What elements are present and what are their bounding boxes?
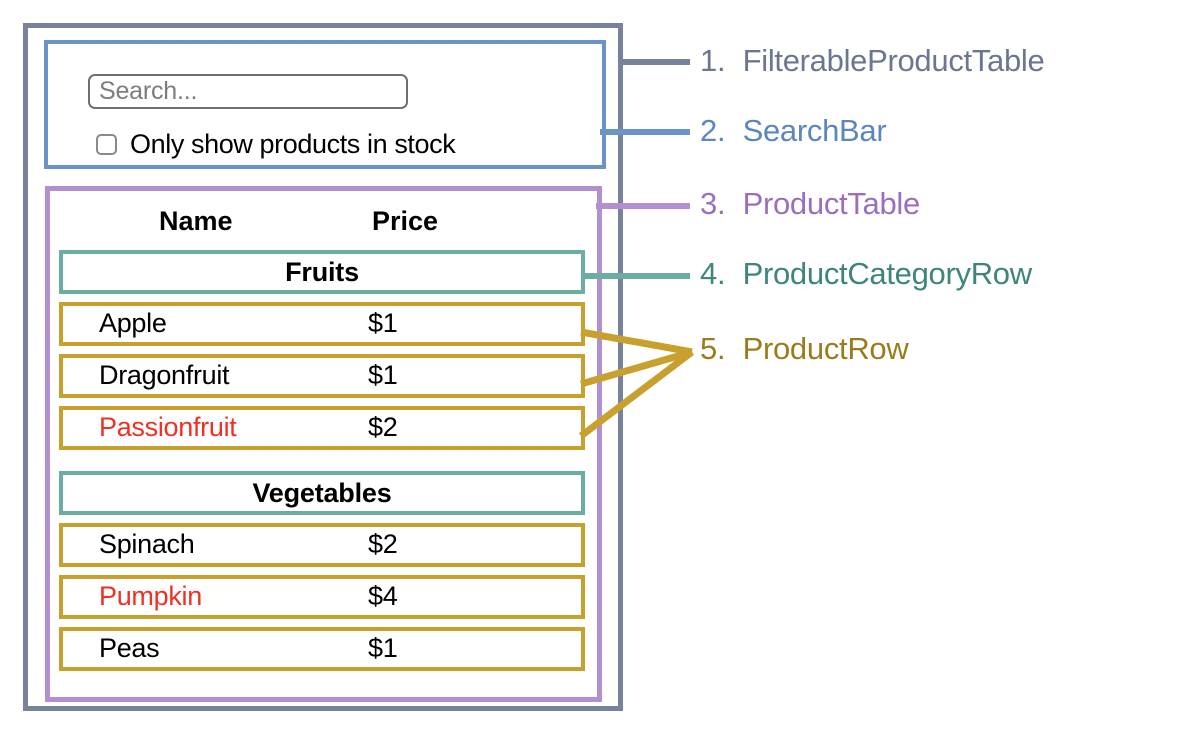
- product-name: Pumpkin: [99, 580, 202, 611]
- product-price: $1: [368, 307, 398, 338]
- in-stock-checkbox-label: Only show products in stock: [130, 128, 456, 159]
- legend-number: 1.: [700, 43, 726, 78]
- checkbox-icon[interactable]: [96, 133, 117, 155]
- product-price: $2: [368, 528, 398, 559]
- product-row: Passionfruit $2: [59, 406, 585, 450]
- category-label: Vegetables: [252, 477, 392, 508]
- product-row: Apple $1: [59, 302, 585, 346]
- product-category-row: Vegetables: [59, 471, 585, 515]
- product-price: $2: [368, 411, 398, 442]
- product-name: Peas: [99, 632, 160, 663]
- section-spacer: [59, 458, 585, 471]
- legend-label: ProductRow: [742, 331, 909, 366]
- legend-label: FilterableProductTable: [742, 43, 1045, 78]
- legend-number: 3.: [700, 186, 726, 221]
- product-category-row: Fruits: [59, 250, 585, 294]
- legend-item-search-bar: 2. SearchBar: [700, 113, 887, 149]
- product-price: $4: [368, 580, 398, 611]
- product-price: $1: [368, 359, 398, 390]
- legend-number: 5.: [700, 331, 726, 366]
- product-row: Pumpkin $4: [59, 575, 585, 619]
- category-label: Fruits: [285, 256, 359, 287]
- legend-label: ProductTable: [742, 186, 921, 221]
- column-header-name: Name: [159, 205, 233, 236]
- product-row: Peas $1: [59, 627, 585, 671]
- product-name: Apple: [99, 307, 167, 338]
- column-header-price: Price: [372, 205, 439, 236]
- in-stock-filter-row[interactable]: Only show products in stock: [96, 128, 456, 160]
- product-row: Spinach $2: [59, 523, 585, 567]
- legend-item-product-category-row: 4. ProductCategoryRow: [700, 256, 1032, 292]
- legend-item-product-table: 3. ProductTable: [700, 186, 920, 222]
- product-row: Dragonfruit $1: [59, 354, 585, 398]
- product-name: Dragonfruit: [99, 359, 230, 390]
- legend-label: ProductCategoryRow: [742, 256, 1033, 291]
- product-price: $1: [368, 632, 398, 663]
- product-table-header: Name Price: [59, 196, 585, 246]
- legend-number: 4.: [700, 256, 726, 291]
- search-input[interactable]: Search...: [88, 74, 408, 109]
- product-table-rows: Fruits Apple $1 Dragonfruit $1 Passionfr…: [59, 250, 585, 679]
- legend-number: 2.: [700, 113, 726, 148]
- product-name: Spinach: [99, 528, 195, 559]
- legend-label: SearchBar: [742, 113, 887, 148]
- legend-item-product-row: 5. ProductRow: [700, 331, 909, 367]
- legend-item-filterable-product-table: 1. FilterableProductTable: [700, 43, 1045, 79]
- product-name: Passionfruit: [99, 411, 237, 442]
